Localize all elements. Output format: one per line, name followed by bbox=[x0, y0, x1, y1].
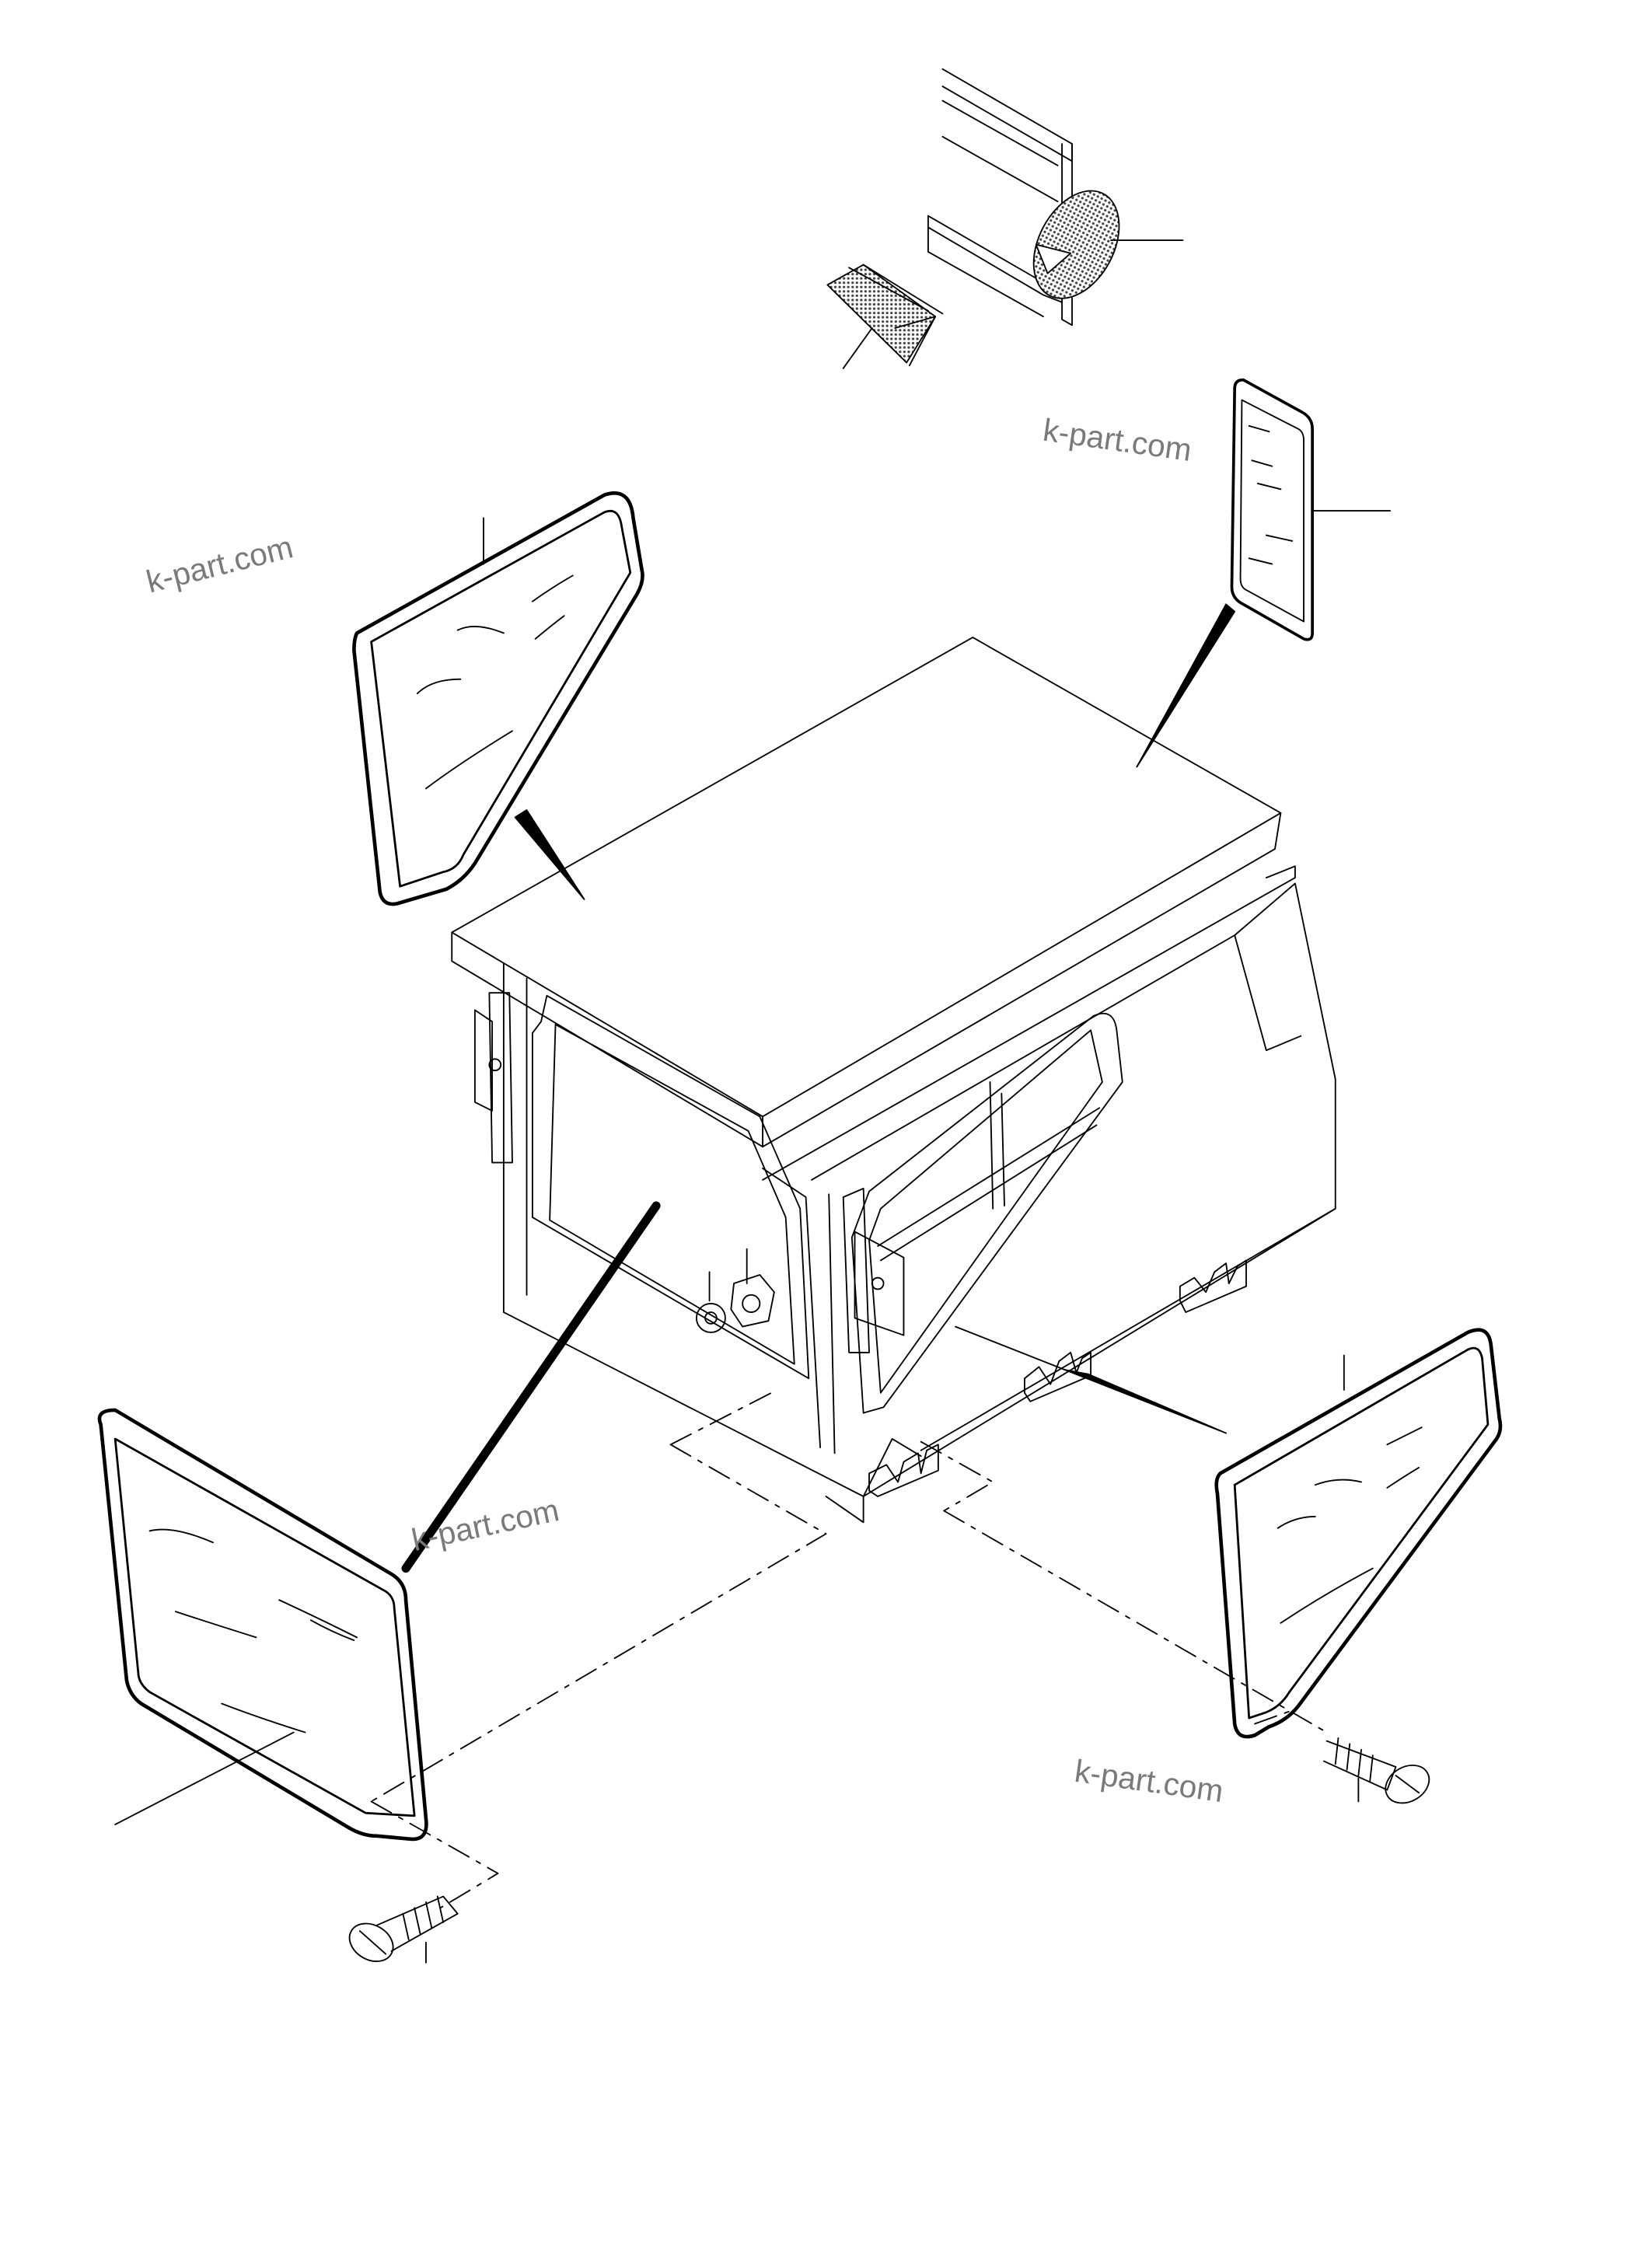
watermark: k-part.com bbox=[1073, 1753, 1226, 1809]
alignment-lines bbox=[370, 1389, 1328, 1909]
rear-window-glass bbox=[1136, 378, 1391, 768]
watermark: k-part.com bbox=[143, 529, 297, 599]
left-quarter-glass bbox=[352, 491, 644, 906]
watermark: k-part.com bbox=[408, 1492, 562, 1558]
cab-body bbox=[451, 637, 1336, 1524]
seal-profile-detail bbox=[927, 68, 1184, 326]
seal-strip bbox=[826, 264, 944, 369]
watermark: k-part.com bbox=[1041, 412, 1194, 468]
watermark-layer: k-part.com k-part.com k-part.com k-part.… bbox=[143, 412, 1226, 1809]
windshield-leader bbox=[114, 1731, 295, 1825]
right-quarter-glass bbox=[1214, 1328, 1503, 1739]
strip-leader bbox=[842, 327, 873, 369]
front-windshield-glass bbox=[97, 1201, 661, 1842]
bolt-right bbox=[1323, 1737, 1430, 1804]
bolt-left bbox=[348, 1895, 459, 1964]
